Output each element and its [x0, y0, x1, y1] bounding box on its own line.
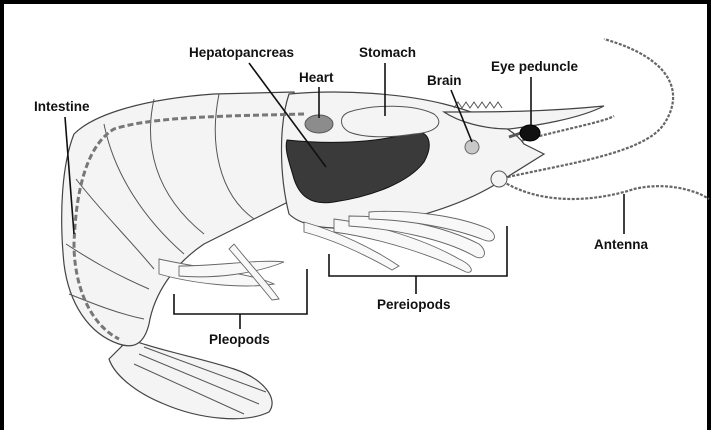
label-intestine: Intestine [34, 99, 90, 114]
stomach-organ [342, 106, 439, 137]
shrimp-anatomy-diagram: Hepatopancreas Stomach Heart Brain Eye p… [4, 4, 711, 434]
abdomen [62, 92, 304, 346]
label-pleopods: Pleopods [209, 332, 270, 347]
rostrum-teeth [454, 102, 502, 108]
tail-fan [109, 339, 272, 419]
label-eye-peduncle: Eye peduncle [491, 59, 579, 74]
label-stomach: Stomach [359, 45, 416, 60]
antenna-base [491, 171, 507, 187]
eye [520, 125, 540, 141]
label-brain: Brain [427, 73, 462, 88]
label-hepatopancreas: Hepatopancreas [189, 45, 294, 60]
brain-organ [465, 140, 479, 154]
label-antenna: Antenna [594, 237, 648, 252]
label-pereiopods: Pereiopods [377, 297, 451, 312]
antenna-lower [499, 179, 709, 199]
label-heart: Heart [299, 70, 334, 85]
